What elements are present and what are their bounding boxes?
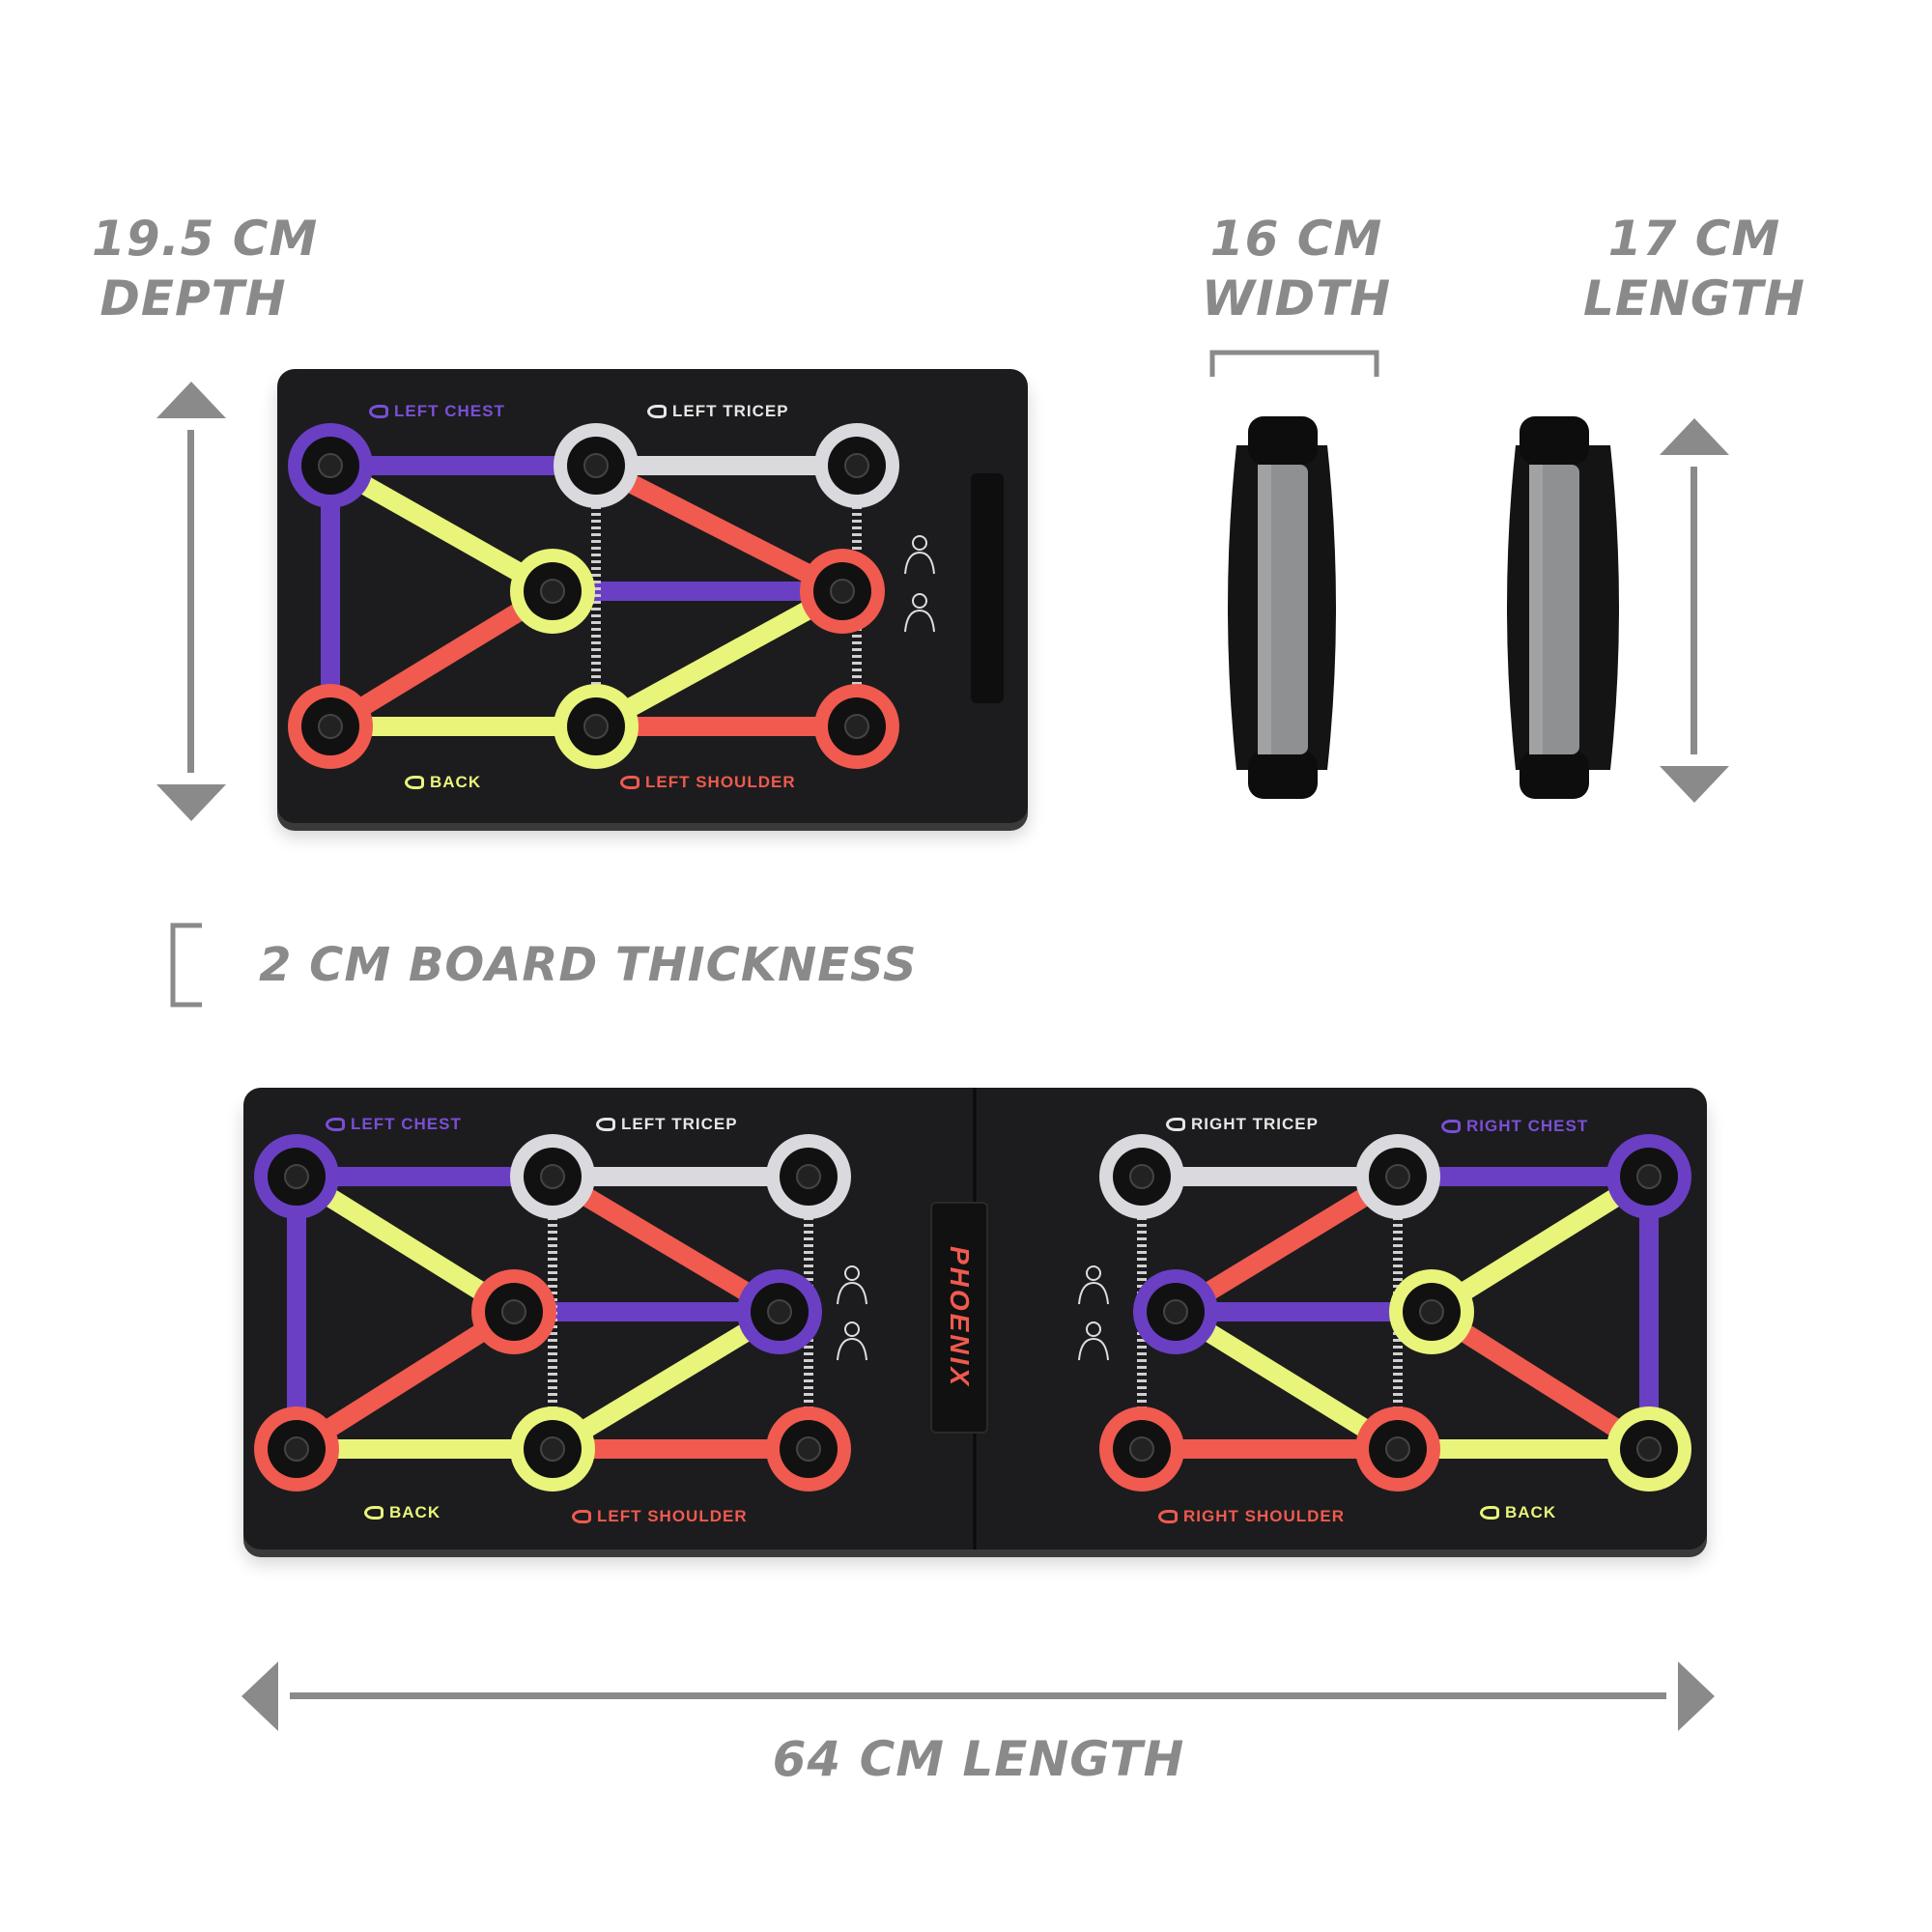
board-length-label: 64 CM LENGTH xyxy=(772,1731,1185,1787)
label-left-shoulder: LEFT SHOULDER xyxy=(572,1507,748,1526)
pushup-handle-left xyxy=(1228,416,1336,799)
open-pushup-board: PHOENIX LEFT CHEST LEFT TRICEP BACK LEFT… xyxy=(243,1088,1707,1549)
key-icon xyxy=(405,776,424,789)
label-right-tricep: RIGHT TRICEP xyxy=(1166,1115,1319,1134)
key-icon xyxy=(1441,1120,1461,1133)
label-left-shoulder: LEFT SHOULDER xyxy=(620,773,796,792)
label-right-chest: RIGHT CHEST xyxy=(1441,1117,1588,1136)
key-icon xyxy=(1480,1506,1499,1520)
back-muscle-icon xyxy=(904,593,935,633)
chest-muscle-icon xyxy=(904,535,935,575)
handle-width-label: WIDTH xyxy=(1201,270,1392,327)
label-left-chest: LEFT CHEST xyxy=(326,1115,462,1134)
back-muscle-icon xyxy=(837,1321,1109,1361)
label-back-right: BACK xyxy=(1480,1503,1556,1522)
depth-arrow-icon xyxy=(156,382,226,821)
handle-length-arrow-icon xyxy=(1660,418,1729,803)
key-icon xyxy=(596,1118,615,1131)
color-route-graphic xyxy=(254,1088,1691,1549)
depth-value: 19.5 CM xyxy=(92,211,319,267)
key-icon xyxy=(1158,1510,1178,1523)
width-bracket-icon xyxy=(1209,350,1379,377)
key-icon xyxy=(369,405,388,418)
board-length-arrow-icon xyxy=(242,1662,1715,1731)
handle-width-value: 16 CM xyxy=(1209,211,1383,267)
key-icon xyxy=(620,776,639,789)
depth-label: DEPTH xyxy=(99,270,287,327)
phoenix-carry-handle[interactable]: PHOENIX xyxy=(930,1202,988,1434)
chest-muscle-icon xyxy=(837,1265,1109,1305)
key-icon xyxy=(326,1118,345,1131)
label-left-chest: LEFT CHEST xyxy=(369,402,505,421)
handle-length-value: 17 CM xyxy=(1607,211,1781,267)
folded-pushup-board: LEFT CHEST LEFT TRICEP BACK LEFT SHOULDE… xyxy=(277,369,1028,823)
color-route-graphic xyxy=(288,423,1004,769)
label-right-shoulder: RIGHT SHOULDER xyxy=(1158,1507,1345,1526)
key-icon xyxy=(1166,1118,1185,1131)
key-icon xyxy=(572,1510,591,1523)
thickness-bracket-icon xyxy=(170,923,202,1008)
key-icon xyxy=(364,1506,384,1520)
label-back-left: BACK xyxy=(364,1503,440,1522)
label-left-tricep: LEFT TRICEP xyxy=(647,402,789,421)
brand-logo: PHOENIX xyxy=(945,1246,975,1389)
pushup-handle-right xyxy=(1507,416,1619,799)
label-back: BACK xyxy=(405,773,481,792)
label-left-tricep: LEFT TRICEP xyxy=(596,1115,738,1134)
key-icon xyxy=(647,405,667,418)
handle-length-label: LENGTH xyxy=(1583,270,1805,327)
board-thickness-label: 2 CM BOARD THICKNESS xyxy=(259,938,918,992)
